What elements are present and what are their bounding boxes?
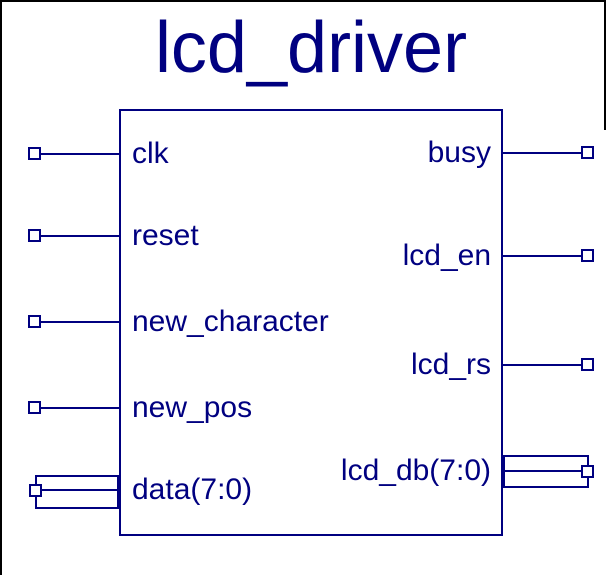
canvas-frame-left — [0, 0, 2, 575]
canvas-frame-top — [0, 0, 606, 2]
input-pin-reset-wire[interactable] — [34, 235, 119, 237]
input-pin-data-bus-rect[interactable] — [35, 475, 119, 509]
input-label-reset: reset — [132, 219, 199, 252]
component-title: lcd_driver — [154, 8, 468, 88]
component-body[interactable] — [119, 109, 503, 536]
input-pin-new-pos-square[interactable] — [28, 401, 41, 414]
input-pin-new-character-wire[interactable] — [34, 321, 119, 323]
output-label-lcd-db: lcd_db(7:0) — [340, 454, 491, 487]
input-pin-new-pos-wire[interactable] — [34, 407, 119, 409]
output-label-lcd-en: lcd_en — [402, 239, 491, 272]
output-pin-lcd-rs-square[interactable] — [581, 358, 594, 371]
output-pin-lcd-db-wire[interactable] — [503, 470, 588, 472]
output-pin-lcd-en-wire[interactable] — [503, 255, 588, 257]
input-pin-clk-square[interactable] — [28, 147, 41, 160]
input-pin-new-character-square[interactable] — [28, 315, 41, 328]
canvas-frame-right — [604, 0, 606, 130]
output-pin-busy-square[interactable] — [581, 146, 594, 159]
input-label-clk: clk — [132, 137, 169, 170]
input-label-new-pos: new_pos — [132, 391, 253, 424]
input-pin-data-wire[interactable] — [34, 489, 119, 491]
output-pin-lcd-rs-wire[interactable] — [503, 364, 588, 366]
input-pin-reset-square[interactable] — [28, 229, 41, 242]
output-label-busy: busy — [427, 136, 491, 169]
input-label-data: data(7:0) — [132, 473, 253, 506]
output-pin-lcd-en-square[interactable] — [581, 249, 594, 262]
input-pin-clk-wire[interactable] — [34, 153, 119, 155]
output-pin-lcd-db-square[interactable] — [581, 465, 594, 478]
output-pin-busy-wire[interactable] — [503, 152, 588, 154]
output-label-lcd-rs: lcd_rs — [410, 348, 491, 381]
input-label-new-character: new_character — [132, 305, 329, 338]
input-pin-data-square[interactable] — [29, 484, 42, 497]
